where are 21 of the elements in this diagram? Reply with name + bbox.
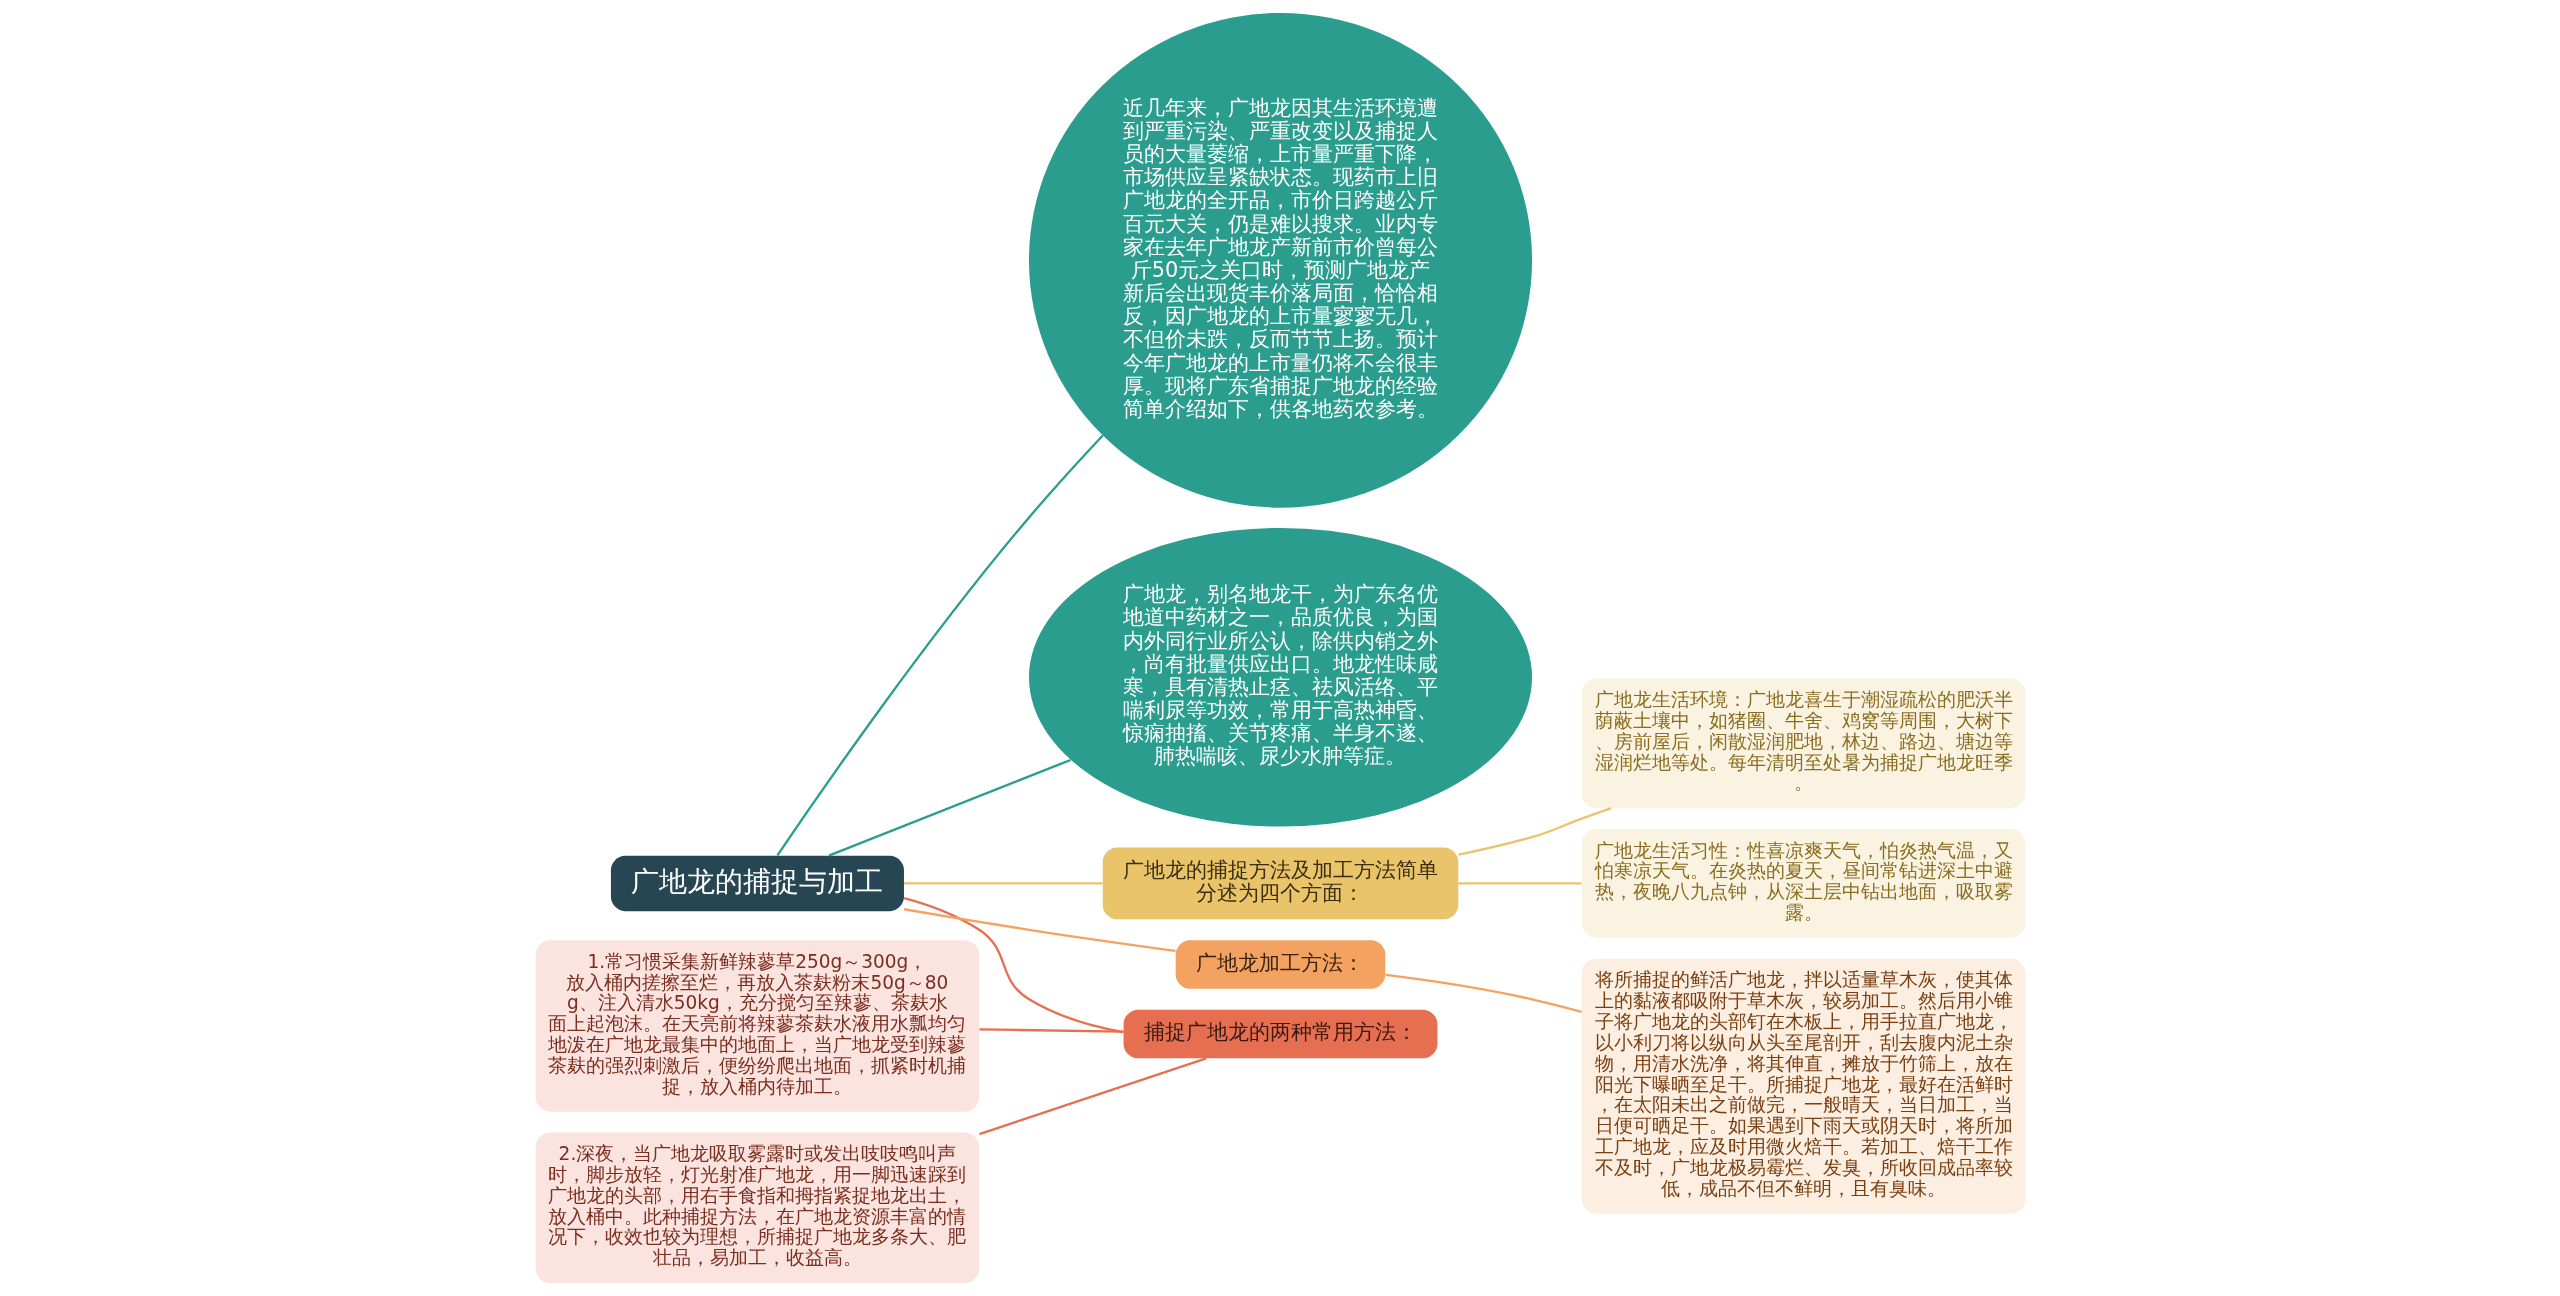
connector xyxy=(978,1057,1207,1136)
connector xyxy=(1384,973,1582,1013)
node-circle: 近几年来，广地龙因其生活环境遭到严重污染、严重改变以及捕捉人员的大量萎缩，上市量严重下降，市场供应呈紧缺状态。现药市上旧广地龙的全开品，市价日跨越公斤百元大关，仍是难以搜求。业内专家在去年广地龙产新前市价曾每公斤50元之关口时，预测广地龙产新后会出现货丰价落局面，恰恰相反，因广地龙的上市量寥寥无几，不但价未跌，反而节节上扬。预计今年广地龙的上市量仍将不会很丰厚。现将广东省捕捉广地龙的经验简单介绍如下，供各地药农参考。 xyxy=(1028,12,1532,508)
connector xyxy=(978,1028,1123,1033)
connector xyxy=(1457,882,1581,885)
connector xyxy=(827,758,1071,857)
node-box: 捕捉广地龙的两种常用方法： xyxy=(1123,1009,1437,1059)
node-box: 2.深夜，当广地龙吸取雾露时或发出吱吱鸣叫声时，脚步放轻，灯光射准广地龙，用一脚迅速踩到广地龙的头部，用右手食指和拇指紧捉地龙出土，放入桶中。此种捕捉方法，在广地龙资源丰富的情况下，收效也较为理想，所捕捉广地龙多条大、肥壮品，易加工，收益高。 xyxy=(535,1132,979,1284)
node-box: 广地龙生活环境：广地龙喜生于潮湿疏松的肥沃半荫蔽土壤中，如猪圈、牛舍、鸡窝等周围，大树下、房前屋后，闲散湿润肥地，林边、路边、塘边等湿润烂地等处。每年清明至处暑为捕捉广地龙旺季。 xyxy=(1581,678,2025,809)
connector xyxy=(903,896,1124,1034)
node-box: 广地龙生活习性：性喜凉爽天气，怕炎热气温，又怕寒凉天气。在炎热的夏天，昼间常钻进深土中避热，夜晚八九点钟，从深土层中钻出地面，吸取雾露。 xyxy=(1581,829,2025,938)
connector xyxy=(1457,807,1612,856)
node-ellipse: 广地龙，别名地龙干，为广东名优地道中药材之一，品质优良，为国内外同行业所公认，除供内销之外，尚有批量供应出口。地龙性味咸寒，具有清热止痉、祛风活络、平喘利尿等功效，常用于高热神昏、惊痫抽搐、关节疼痛、半身不遂、肺热喘咳、尿少水肿等症。 xyxy=(1028,528,1532,827)
node-box: 广地龙加工方法： xyxy=(1175,940,1385,989)
node-box: 1.常习惯采集新鲜辣蓼草250g～300g，放入桶内搓擦至烂，再放入茶麸粉末50g～80g、注入清水50kg，充分搅匀至辣蓼、茶麸水面上起泡沫。在天亮前将辣蓼茶麸水液用水瓢均匀地泼在广地龙最集中的地面上，当广地龙受到辣蓼茶麸的强烈刺激后，便纷纷爬出地面，抓紧时机捕捉，放入桶内待加工。 xyxy=(535,940,979,1112)
node-box: 将所捕捉的鲜活广地龙，拌以适量草木灰，使其体上的黏液都吸附于草木灰，较易加工。然后用小锥子将广地龙的头部钉在木板上，用手拉直广地龙，以小利刀将以纵向从头至尾剖开，刮去腹内泥土杂物，用清水洗净，将其伸直，摊放于竹筛上，放在阳光下曝晒至足干。所捕捉广地龙，最好在活鲜时，在太阳未出之前做完，一般晴天，当日加工，当日便可晒足干。如果遇到下雨天或阴天时，将所加工广地龙，应及时用微火焙干。若加工、焙干工作不及时，广地龙极易霉烂、发臭，所收回成品率较低，成品不但不鲜明，且有臭味。 xyxy=(1581,958,2025,1214)
node-box: 广地龙的捕捉方法及加工方法简单分述为四个方面： xyxy=(1102,847,1458,920)
node-box: 广地龙的捕捉与加工 xyxy=(610,855,904,912)
connector xyxy=(903,908,1176,952)
connector xyxy=(775,434,1104,857)
connector xyxy=(903,882,1102,885)
